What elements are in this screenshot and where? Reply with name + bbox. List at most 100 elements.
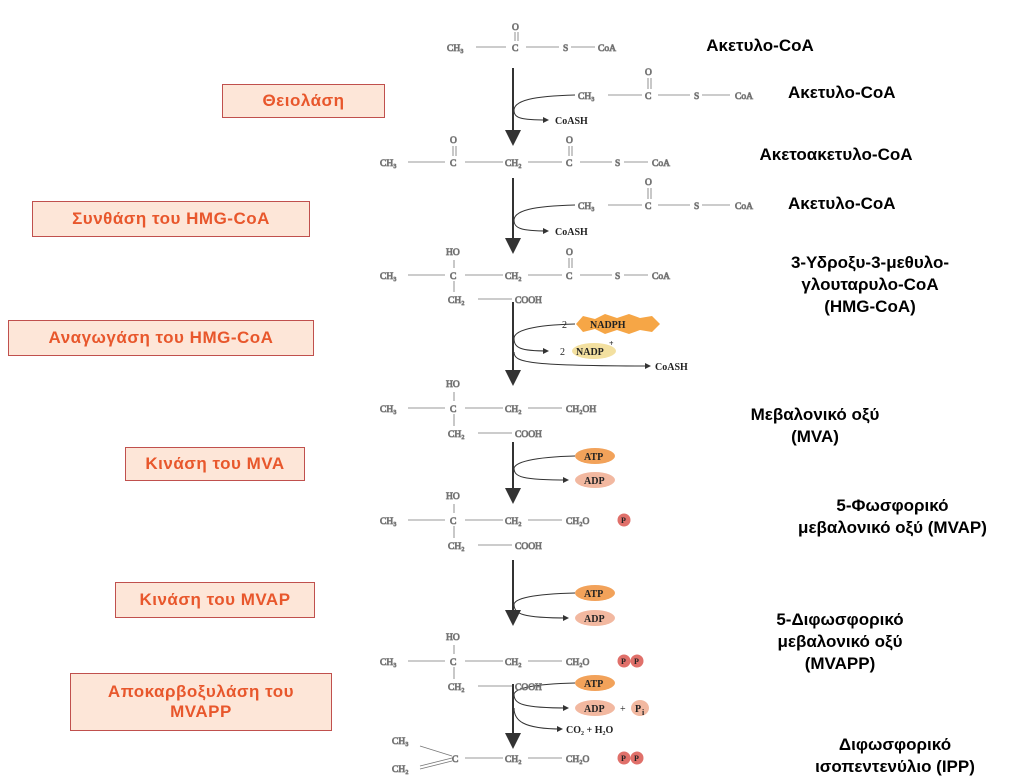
side-acetyl-coa-structure-2: CH₃ C O S CoA [578, 178, 754, 213]
adp-label: ADP [584, 614, 605, 625]
carbon-label: C [512, 44, 518, 54]
ch3-label: CH₃ [380, 159, 397, 169]
nadp-label: NADP [576, 347, 604, 358]
side-acetyl-coa-structure-1: CH₃ C O S CoA [578, 68, 754, 103]
ch3-label: CH₃ [380, 658, 397, 668]
ho-label: HO [446, 492, 460, 502]
ch2-label: CH₂ [392, 765, 409, 775]
pi-label: P [635, 704, 641, 715]
atp-label: ATP [584, 452, 603, 463]
sulfur-label: S [563, 44, 568, 54]
adp-badge: ADP [575, 610, 615, 626]
carbon-label: C [450, 159, 456, 169]
oxygen-label: O [566, 136, 573, 146]
ch2oh-label: CH₂OH [566, 405, 596, 415]
oxygen-label: O [566, 248, 573, 258]
ch3-label: CH₃ [447, 44, 464, 54]
ch2-label: CH₂ [505, 272, 522, 282]
atp-label: ATP [584, 679, 603, 690]
ch3-label: CH₃ [380, 405, 397, 415]
phosphate-label: P [634, 657, 639, 666]
ho-label: HO [446, 248, 460, 258]
compound-acetyl-coa: Ακετυλο-CoA [706, 36, 814, 55]
cooh-label: COOH [515, 296, 542, 306]
compound-mva: Μεβαλονικό οξύ (MVA) [750, 405, 880, 446]
ch2-label: CH₂ [505, 159, 522, 169]
coa-label: CoA [735, 92, 753, 102]
oxygen-label: O [645, 178, 652, 188]
coa-label: CoA [598, 44, 616, 54]
mvap-structure: HO CH₃ C CH₂ CH₂O CH₂ COOH [380, 492, 590, 553]
side-compound-acetyl-coa: Ακετυλο-CoA [788, 194, 896, 213]
carbon-label: C [450, 658, 456, 668]
acetyl-coa-structure: CH₃ C O S CoA [447, 23, 617, 55]
cooh-label: COOH [515, 683, 542, 693]
ch2-label: CH₂ [505, 517, 522, 527]
ch3-label: CH₃ [578, 92, 595, 102]
side-compound-acetyl-coa: Ακετυλο-CoA [788, 83, 896, 102]
oxygen-label: O [645, 68, 652, 78]
diphosphate-badge: P P [617, 654, 644, 668]
atp-badge: ATP [575, 675, 615, 691]
ch3-label: CH₃ [392, 737, 409, 747]
phosphate-label: P [621, 516, 626, 525]
atp-badge: ATP [575, 448, 615, 464]
enzyme-hmg-coa-synthase: Συνθάση του HMG-CoA [32, 201, 310, 237]
ch2o-label: CH₂O [566, 658, 590, 668]
co2-h2o-label: CO₂ + H₂O [566, 725, 613, 736]
adp-label: ADP [584, 704, 605, 715]
hmg-coa-structure: HO CH₃ C CH₂ C O S CoA CH₂ COOH [380, 248, 671, 307]
coa-label: CoA [652, 159, 670, 169]
nadph-count: 2 [562, 320, 567, 331]
phosphate-badge: P [617, 513, 631, 527]
adp-badge: ADP [575, 472, 615, 488]
carbon-label: C [645, 202, 651, 212]
carbon-label: C [645, 92, 651, 102]
compound-acetoacetyl-coa: Ακετοακετυλο-CoA [759, 145, 913, 164]
coash-label: CoASH [555, 116, 588, 127]
sulfur-label: S [615, 272, 620, 282]
coa-label: CoA [652, 272, 670, 282]
ch2-label: CH₂ [448, 430, 465, 440]
enzyme-hmg-coa-reductase: Αναγωγάση του HMG-CoA [8, 320, 314, 356]
mva-structure: HO CH₃ C CH₂ CH₂OH CH₂ COOH [380, 380, 597, 441]
mvapp-structure: HO CH₃ C CH₂ CH₂O CH₂ COOH [380, 633, 590, 694]
cooh-label: COOH [515, 430, 542, 440]
carbon-label: C [450, 272, 456, 282]
ch2-label: CH₂ [505, 405, 522, 415]
ch2-label: CH₂ [448, 542, 465, 552]
enzyme-mvap-kinase: Κινάση του MVAP [115, 582, 315, 618]
atp-label: ATP [584, 589, 603, 600]
nadp-badge: 2 NADP + [560, 339, 616, 359]
cooh-label: COOH [515, 542, 542, 552]
coa-label: CoA [735, 202, 753, 212]
ch2-label: CH₂ [505, 658, 522, 668]
compound-mvap: 5-Φωσφορικό μεβαλονικό οξύ (MVAP) [798, 496, 987, 537]
enzyme-mvapp-decarboxylase: Αποκαρβοξυλάση του MVAPP [70, 673, 332, 731]
plus-label: + [620, 704, 626, 715]
phosphate-label: P [621, 657, 626, 666]
ch2-label: CH₂ [448, 296, 465, 306]
adp-badge: ADP + P i [575, 700, 649, 717]
ch2-label: CH₂ [505, 755, 522, 765]
nadp-count: 2 [560, 347, 565, 358]
compound-ipp: Διφωσφορικό ισοπεντενύλιο (IPP) [815, 735, 975, 776]
enzyme-mva-kinase: Κινάση του MVA [125, 447, 305, 481]
nadph-badge: 2 NADPH [562, 314, 660, 334]
oxygen-label: O [450, 136, 457, 146]
nadp-charge: + [609, 339, 614, 348]
ch3-label: CH₃ [380, 517, 397, 527]
carbon-label: C [450, 517, 456, 527]
side-reaction-arrows [513, 94, 651, 732]
carbon-label: C [450, 405, 456, 415]
ch2o-label: CH₂O [566, 755, 590, 765]
ch2-label: CH₂ [448, 683, 465, 693]
carbon-label: C [566, 272, 572, 282]
compound-hmg-coa: 3-Υδροξυ-3-μεθυλο- γλουταρυλο-CoA (HMG-C… [790, 253, 950, 316]
pi-subscript: i [642, 708, 645, 717]
ho-label: HO [446, 380, 460, 390]
enzyme-thiolase: Θειολάση [222, 84, 385, 118]
oxygen-label: O [512, 23, 519, 33]
sulfur-label: S [694, 202, 699, 212]
